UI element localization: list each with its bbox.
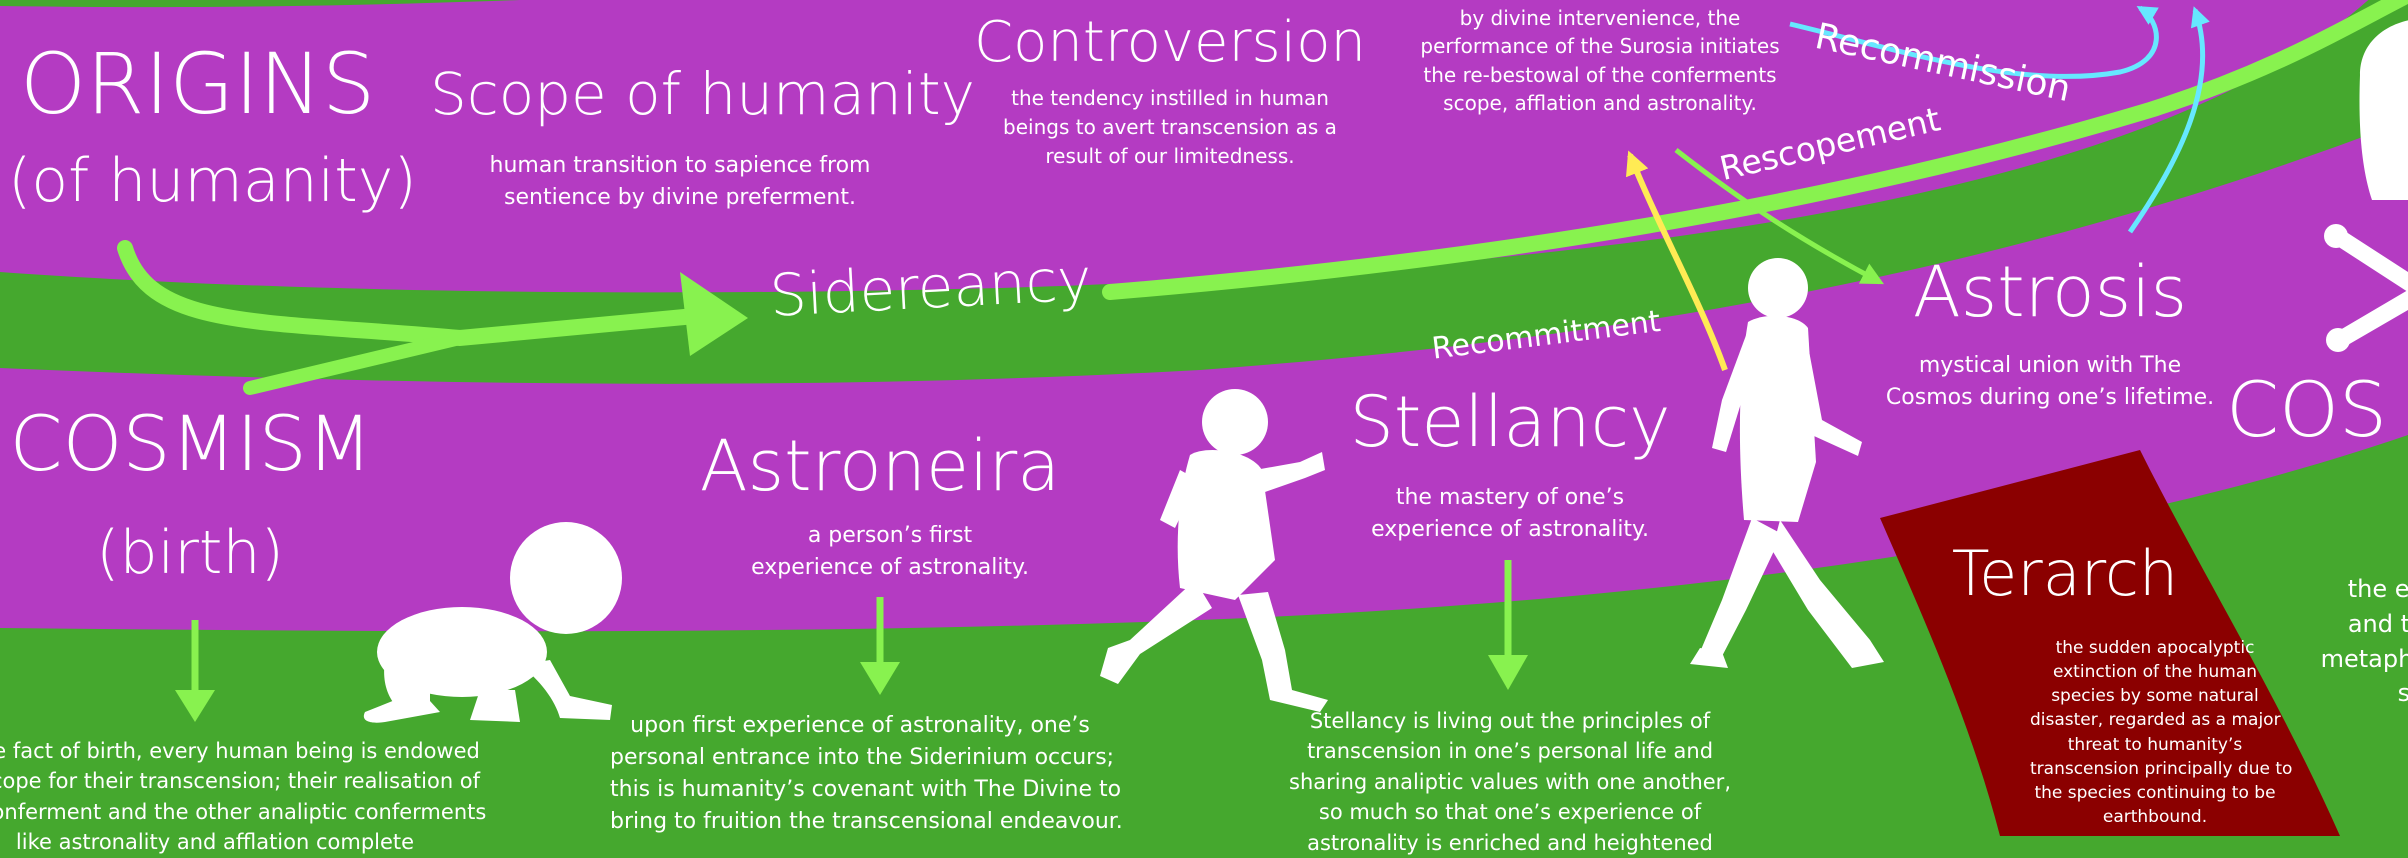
right-partial-line: metaphys	[2320, 644, 2408, 673]
controversion-description-line: the tendency instilled in human	[1011, 86, 1329, 110]
astroneira-description-line: upon first experience of astronality, on…	[630, 713, 1090, 738]
controversion-description-line: beings to avert transcension as a	[1003, 115, 1337, 139]
stellancy-description-line: transcension in one’s personal life and	[1306, 739, 1714, 764]
controversion-title: Controversion	[974, 10, 1366, 75]
astroneira-description-line: bring to fruition the transcensional end…	[610, 808, 1123, 834]
terarch-description-line: species by some natural	[2051, 686, 2259, 707]
cosmism-description-line: he fact of birth, every human being is e…	[0, 739, 480, 763]
scope-title: Scope of humanity	[430, 60, 975, 128]
cosmism-down-arrowhead	[175, 690, 215, 722]
right-partial-line: sou	[2397, 679, 2408, 708]
origins-title: ORIGINS	[20, 35, 376, 133]
right-partial-description: the end and the metaphys sou	[2300, 572, 2408, 711]
recommission-description-line: scope, afflation and astronality.	[1443, 91, 1757, 116]
scope-description-line: human transition to sapience from	[489, 153, 871, 178]
cosmism-description: he fact of birth, every human being is e…	[0, 736, 487, 858]
stellancy-description-line: sharing analiptic values with one anothe…	[1289, 769, 1731, 794]
adult-walking-icon	[1690, 258, 1884, 668]
top-green-sliver	[0, 0, 520, 8]
baby-crawling-icon	[363, 522, 622, 723]
recommission-description-line: by divine intervenience, the	[1459, 6, 1741, 30]
stellancy-description: Stellancy is living out the principles o…	[1280, 706, 1740, 858]
recommission-description-line: performance of the Surosia initiates	[1420, 34, 1780, 59]
astrosis-subtitle: mystical union with The Cosmos during on…	[1860, 350, 2240, 414]
cos-partial-title: COS	[2226, 365, 2388, 454]
sidereancy-long-line	[1102, 0, 2408, 300]
stellancy-description-line: so much so that one’s experience of	[1318, 800, 1702, 825]
child-running-icon	[1100, 389, 1328, 712]
stellancy-down-arrowhead	[1488, 655, 1528, 690]
skull-crossbones-icon	[2324, 20, 2408, 352]
sidereancy-flow-arrow	[117, 240, 703, 347]
cosmism-description-line: like astronality and afflation complete	[15, 830, 415, 855]
terarch-crimson-region	[1880, 450, 2340, 836]
astroneira-subtitle-line: a person’s first	[807, 523, 973, 548]
recommission-return-arrow	[2127, 6, 2210, 234]
stellancy-title: Stellancy	[1349, 381, 1671, 463]
terarch-description-line: earthbound.	[2102, 806, 2208, 827]
cosmism-description-line: conferment and the other analiptic confe…	[0, 799, 487, 824]
astroneira-subtitle: a person’s first experience of astronali…	[690, 520, 1090, 584]
stellancy-description-line: Stellancy is living out the principles o…	[1309, 709, 1711, 733]
diagram-artwork	[0, 0, 2408, 836]
stellancy-subtitle-line: the mastery of one’s	[1395, 485, 1625, 510]
terarch-description-line: threat to humanity’s	[2067, 734, 2243, 755]
astroneira-description-line: personal entrance into the Siderinium oc…	[610, 744, 1115, 770]
astrosis-subtitle-line: Cosmos during one’s lifetime.	[1885, 384, 2215, 410]
stellancy-description-line: astronality is enriched and heightened	[1307, 830, 1713, 855]
terarch-description-line: the species continuing to be	[2034, 782, 2276, 803]
sidereancy-lower-line	[243, 331, 467, 395]
astroneira-subtitle-line: experience of astronality.	[751, 554, 1029, 580]
scope-description: human transition to sapience from sentie…	[450, 150, 910, 214]
scope-description-line: sentience by divine preferment.	[504, 184, 856, 210]
middle-purple-band	[0, 120, 2408, 632]
cosmism-title: COSMISM	[9, 399, 373, 488]
recommission-description: by divine intervenience, the performance…	[1400, 4, 1800, 118]
top-purple-band	[0, 0, 2408, 293]
origins-subtitle: (of humanity)	[8, 146, 417, 216]
terarch-title: Terarch	[1951, 537, 2179, 610]
astroneira-description: upon first experience of astronality, on…	[610, 710, 1123, 838]
stellancy-subtitle: the mastery of one’s experience of astro…	[1310, 482, 1710, 546]
terarch-description-line: transcension principally due to	[2030, 758, 2293, 779]
astrosis-title: Astrosis	[1912, 251, 2188, 333]
stellancy-subtitle-line: experience of astronality.	[1371, 516, 1649, 542]
terarch-description-line: disaster, regarded as a major	[2030, 710, 2281, 731]
sidereancy-arrowhead	[680, 272, 748, 356]
right-partial-line: the end	[2347, 575, 2408, 603]
controversion-description: the tendency instilled in human beings t…	[970, 84, 1370, 171]
terarch-description-line: extinction of the human	[2052, 662, 2258, 683]
terarch-description-line: the sudden apocalyptic	[2055, 638, 2255, 658]
astroneira-down-arrowhead	[860, 662, 900, 695]
recommission-arrow	[1789, 5, 2159, 79]
controversion-description-line: result of our limitedness.	[1045, 144, 1295, 168]
cosmism-subtitle: (birth)	[96, 518, 284, 588]
cosmism-description-line: scope for their transcension; their real…	[0, 769, 481, 794]
astroneira-description-line: this is humanity’s covenant with The Div…	[610, 776, 1122, 802]
right-partial-line: and the	[2347, 609, 2408, 638]
astroneira-title: Astroneira	[699, 425, 1061, 507]
recommission-description-line: the re-bestowal of the conferments	[1423, 62, 1777, 87]
rescopement-arrow	[1674, 148, 1884, 285]
astrosis-subtitle-line: mystical union with The	[1918, 353, 2182, 378]
recommitment-arrow	[1625, 150, 1728, 372]
terarch-description: the sudden apocalyptic extinction of the…	[2030, 636, 2293, 829]
